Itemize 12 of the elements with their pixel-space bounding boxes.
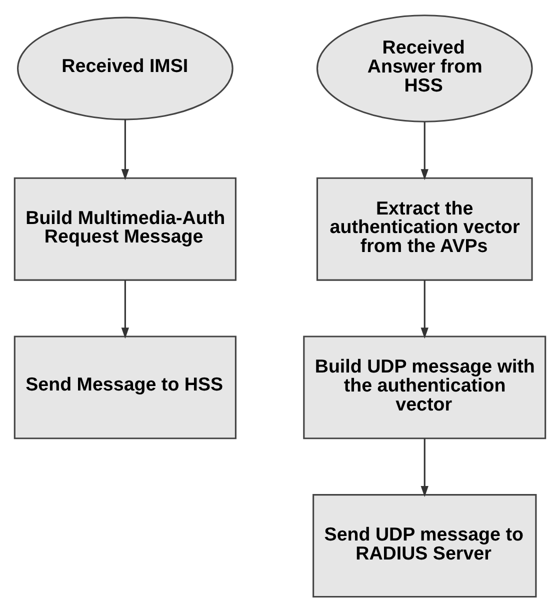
node-box: Build UDP message with the authentication vector (303, 336, 546, 440)
arrow (121, 280, 130, 339)
arrow (420, 438, 428, 497)
node-box: Send UDP message to RADIUS Server (312, 494, 537, 598)
node-ellipse: Received IMSI (17, 16, 234, 120)
node-box: Extract the authentication vector from the AVPs (316, 177, 533, 281)
node-box: Build Multimedia-Auth Request Message (14, 177, 236, 281)
arrow (121, 119, 130, 180)
arrow (420, 122, 428, 180)
node-box: Send Message to HSS (14, 336, 236, 440)
node-ellipse: Received Answer from HSS (316, 14, 533, 122)
arrow (420, 280, 428, 339)
